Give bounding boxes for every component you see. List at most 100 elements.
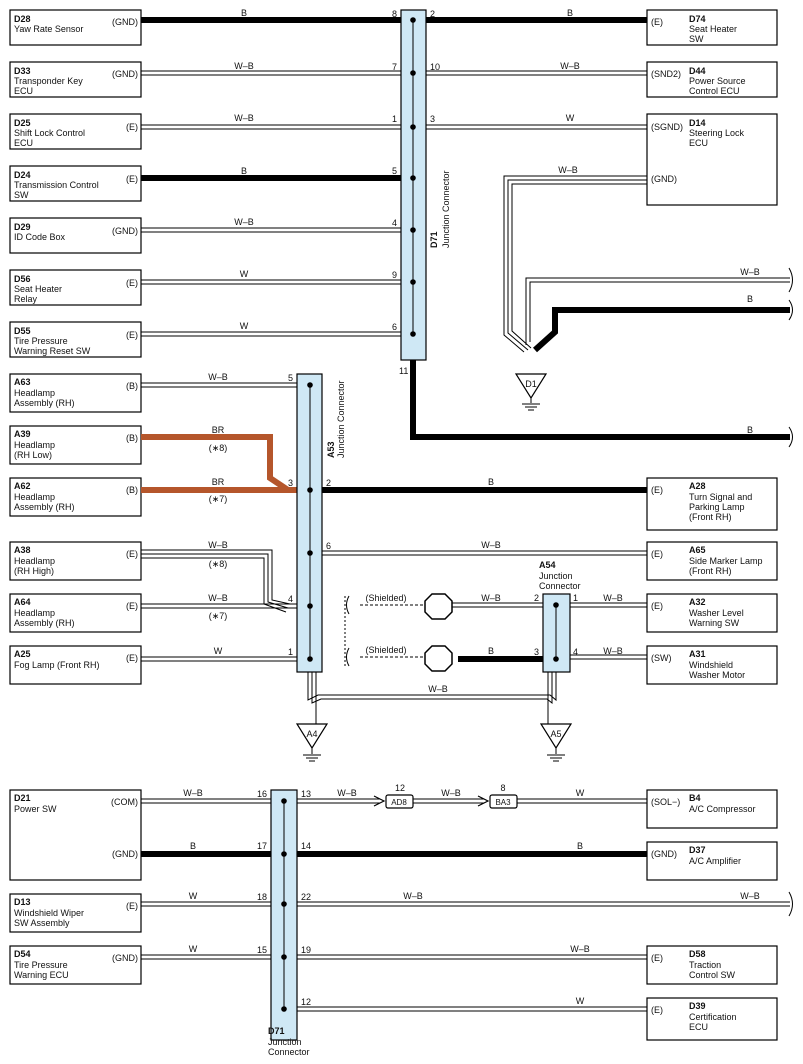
note-label: (∗7): [209, 494, 228, 504]
junction-label: Junction: [268, 1037, 302, 1047]
terminal-label: (E): [126, 330, 138, 340]
wires-double: [141, 70, 790, 1012]
terminal-label: (E): [126, 601, 138, 611]
ground-a4: [295, 723, 329, 762]
terminal-label: (SND2): [651, 69, 681, 79]
shield-octagons: [424, 593, 453, 672]
note-label: (∗7): [209, 611, 228, 621]
component-name: (RH Low): [14, 450, 52, 460]
terminal-label: (E): [126, 174, 138, 184]
pin-number: 5: [392, 166, 397, 176]
component-code: D13: [14, 897, 31, 907]
component-name: Seat Heater: [689, 24, 737, 34]
terminal-label: (B): [126, 485, 138, 495]
component-name: (Front RH): [689, 512, 732, 522]
wire-color: W–B: [441, 788, 461, 798]
component-code: A64: [14, 597, 31, 607]
wire-color: W–B: [234, 217, 254, 227]
component-name: Control SW: [689, 970, 736, 980]
component-code: D44: [689, 66, 706, 76]
wire-color: W–B: [560, 61, 580, 71]
wire-color: B: [488, 646, 494, 656]
pin-number: 2: [534, 593, 539, 603]
pin-number: 7: [392, 62, 397, 72]
wire-color: B: [577, 841, 583, 851]
wire-color: W: [240, 269, 249, 279]
pin-number: 12: [301, 997, 311, 1007]
note-label: (∗8): [209, 443, 228, 453]
junction-code: A54: [539, 560, 556, 570]
terminal-label: (GND): [112, 849, 138, 859]
junction-dots: [281, 17, 559, 1012]
terminal-label: (GND): [651, 849, 677, 859]
wire-color: W: [214, 646, 223, 656]
component-code: D37: [689, 845, 706, 855]
terminal-label: (COM): [111, 797, 138, 807]
wire-color: W–B: [403, 891, 423, 901]
component-name: Yaw Rate Sensor: [14, 24, 83, 34]
wire-color: W–B: [570, 944, 590, 954]
pin-number: 3: [534, 647, 539, 657]
pin-number: 4: [392, 218, 397, 228]
wire-color-labels: B W–B W–B B W–B W W B W–B W W–B W–B B B …: [183, 8, 760, 1006]
component-name: Side Marker Lamp: [689, 556, 763, 566]
pin-number: 5: [288, 373, 293, 383]
terminal-label: (GND): [651, 174, 677, 184]
note-label: (∗8): [209, 559, 228, 569]
inline-connectors: [385, 794, 518, 809]
component-code: A65: [689, 545, 706, 555]
ground-label: A5: [550, 729, 561, 739]
component-name: Headlamp: [14, 492, 55, 502]
wire-color: W–B: [603, 646, 623, 656]
component-code: D58: [689, 949, 706, 959]
component-name: (RH High): [14, 566, 54, 576]
junction-label: Connector: [268, 1047, 310, 1057]
component-name: Transponder Key: [14, 76, 83, 86]
pin-number: 4: [288, 594, 293, 604]
terminal-label: (SW): [651, 653, 672, 663]
wire-color: W: [566, 113, 575, 123]
ground-label: D1: [525, 379, 537, 389]
pin-number: 14: [301, 841, 311, 851]
terminal-label: (E): [651, 549, 663, 559]
wire-color: W–B: [740, 891, 760, 901]
component-code: D74: [689, 14, 706, 24]
terminal-label: (E): [651, 601, 663, 611]
shielded-label: (Shielded): [365, 593, 406, 603]
component-code: D29: [14, 222, 31, 232]
component-name: Shift Lock Control: [14, 128, 85, 138]
pin-number: 16: [257, 789, 267, 799]
wire-color: W–B: [740, 267, 760, 277]
component-name: Assembly (RH): [14, 618, 75, 628]
terminal-label: (B): [126, 381, 138, 391]
component-name: Headlamp: [14, 608, 55, 618]
component-code: D24: [14, 170, 31, 180]
terminal-label: (GND): [112, 226, 138, 236]
shielded-label: (Shielded): [365, 645, 406, 655]
terminal-label: (B): [126, 433, 138, 443]
left-component-boxes: [9, 9, 142, 985]
terminal-label: (E): [126, 122, 138, 132]
inline-connector-label: BA3: [495, 798, 511, 807]
component-code: A32: [689, 597, 706, 607]
wire-color: W–B: [603, 593, 623, 603]
wire-color: W–B: [208, 372, 228, 382]
pin-number: 18: [257, 892, 267, 902]
component-name: Warning SW: [689, 618, 740, 628]
pin-number: 6: [392, 322, 397, 332]
terminal-label: (GND): [112, 17, 138, 27]
pin-number: 2: [326, 478, 331, 488]
pin-number: 19: [301, 945, 311, 955]
junction-connector-a53: [296, 373, 323, 673]
ground-a5: [539, 723, 573, 762]
component-code: D56: [14, 274, 31, 284]
component-name: SW: [689, 34, 704, 44]
component-name: Control ECU: [689, 86, 740, 96]
component-code: A39: [14, 429, 31, 439]
component-code: D33: [14, 66, 31, 76]
wire-color: W: [189, 891, 198, 901]
component-name: Washer Motor: [689, 670, 745, 680]
shield-brackets: [346, 267, 793, 917]
terminal-label: (GND): [112, 69, 138, 79]
component-name: Assembly (RH): [14, 502, 75, 512]
